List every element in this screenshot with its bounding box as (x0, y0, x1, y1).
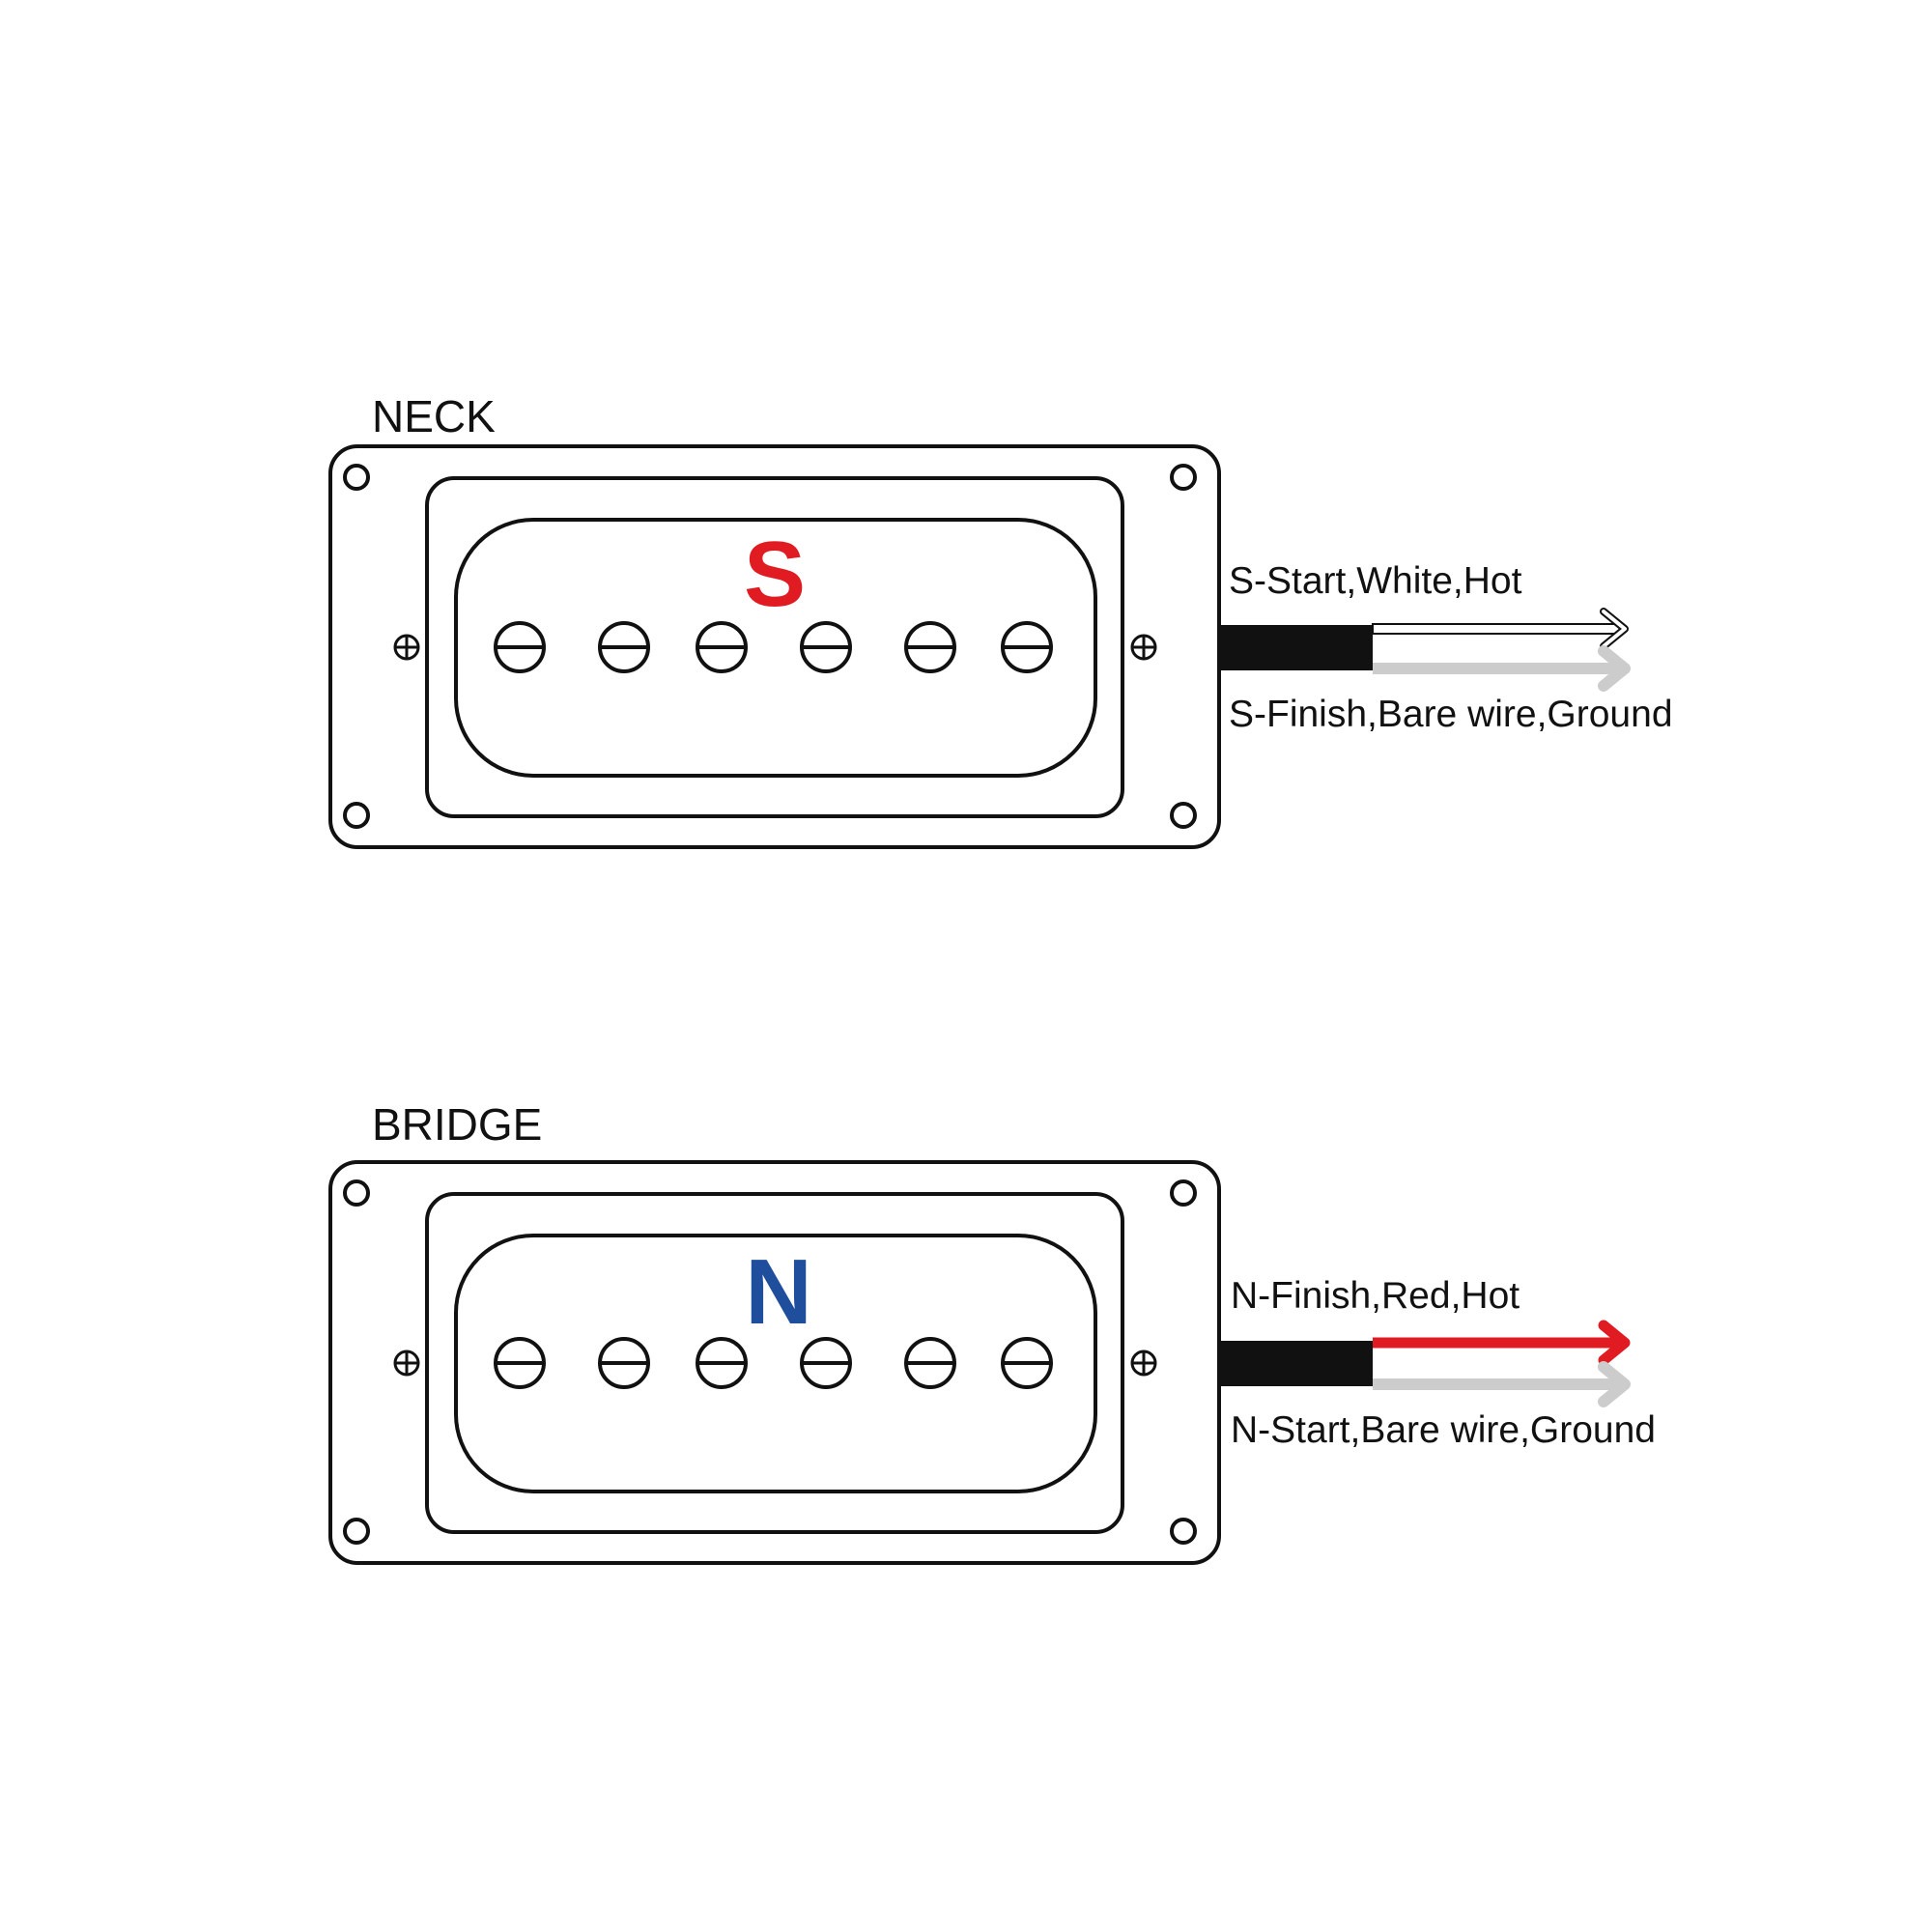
neck-white-wire-body (1372, 623, 1622, 635)
bridge-pole-piece-5 (904, 1337, 956, 1389)
bridge-bare-wire-arrowhead (1598, 1361, 1631, 1407)
neck-bare-wire-arrowhead (1598, 645, 1631, 692)
bridge-pickup-bobbin (454, 1234, 1097, 1493)
bridge-height-screw-right (1130, 1350, 1157, 1377)
bridge-pole-piece-2 (598, 1337, 650, 1389)
bridge-mounting-hole-bottom-right (1170, 1518, 1197, 1545)
neck-pickup-title: NECK (372, 391, 496, 441)
bridge-height-screw-left (393, 1350, 420, 1377)
bridge-red-hot-wire (1373, 1320, 1631, 1366)
bridge-mounting-hole-bottom-left (343, 1518, 370, 1545)
neck-height-screw-right (1130, 634, 1157, 661)
bridge-pole-piece-1 (494, 1337, 546, 1389)
neck-south-pole-letter: S (744, 523, 806, 626)
bridge-ground-wire-label: N-Start,Bare wire,Ground (1231, 1409, 1656, 1451)
neck-bare-ground-wire (1373, 645, 1631, 692)
bridge-pickup: BRIDGE N (328, 1099, 1656, 1565)
bridge-pickup-title: BRIDGE (372, 1099, 542, 1150)
neck-pole-piece-3 (696, 621, 748, 673)
neck-pole-piece-5 (904, 621, 956, 673)
neck-mounting-hole-top-right (1170, 464, 1197, 491)
neck-mounting-hole-bottom-right (1170, 802, 1197, 829)
neck-pickup-bobbin (454, 518, 1097, 778)
neck-height-screw-left (393, 634, 420, 661)
bridge-pole-piece-4 (800, 1337, 852, 1389)
neck-mounting-hole-bottom-left (343, 802, 370, 829)
neck-pole-piece-2 (598, 621, 650, 673)
bridge-hot-wire-label: N-Finish,Red,Hot (1231, 1275, 1520, 1317)
bridge-pole-piece-3 (696, 1337, 748, 1389)
neck-ground-wire-label: S-Finish,Bare wire,Ground (1229, 694, 1673, 735)
neck-white-wire-arrowhead (1602, 610, 1627, 648)
neck-hot-wire-label: S-Start,White,Hot (1229, 560, 1522, 602)
neck-pickup: NECK S (328, 391, 1673, 849)
neck-cable-jacket (1220, 625, 1373, 670)
neck-pole-piece-4 (800, 621, 852, 673)
bridge-north-pole-letter: N (745, 1240, 811, 1344)
bridge-cable-jacket (1220, 1341, 1373, 1386)
bridge-bare-ground-wire (1373, 1361, 1631, 1407)
bridge-pole-piece-6 (1001, 1337, 1053, 1389)
bridge-mounting-hole-top-left (343, 1179, 370, 1207)
bridge-red-wire-arrowhead (1598, 1320, 1631, 1366)
neck-mounting-hole-top-left (343, 464, 370, 491)
bridge-mounting-hole-top-right (1170, 1179, 1197, 1207)
neck-white-hot-wire (1372, 608, 1629, 650)
neck-pole-piece-1 (494, 621, 546, 673)
neck-pole-piece-6 (1001, 621, 1053, 673)
